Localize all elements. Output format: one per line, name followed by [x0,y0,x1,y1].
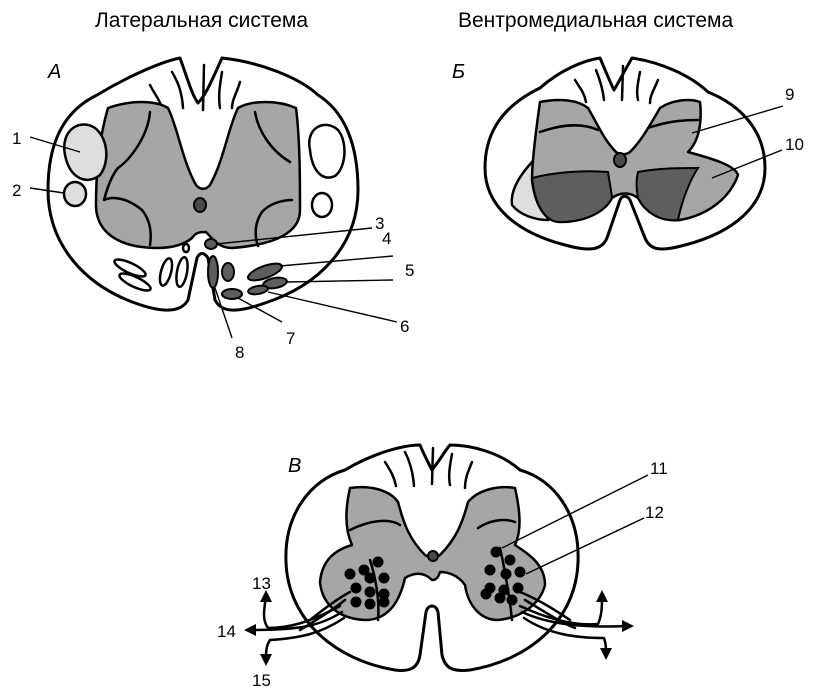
panel-v-central-canal [428,551,438,561]
panel-a-tract-8 [208,256,218,288]
arrowhead-right-side [622,620,634,632]
label-1: 1 [12,129,21,148]
panel-a-tract-3 [205,239,217,249]
label-6: 6 [400,317,409,336]
arrowhead-15 [260,654,272,666]
label-9: 9 [785,85,794,104]
label-8: 8 [235,343,244,362]
label-13: 13 [252,574,271,593]
panel-b-cross-section: Б 9 10 [452,58,804,249]
label-10: 10 [785,135,804,154]
arrowhead-right-up [596,590,608,602]
panel-v-letter: В [288,455,301,477]
panel-a-right-oval-large [309,125,344,178]
panel-a-cross-section: А [12,58,414,362]
panel-a-letter: А [47,61,61,83]
title-ventromedial-system: Вентромедиальная система [458,9,733,32]
arrowhead-14 [244,624,256,636]
title-lateral-system: Латеральная система [95,9,308,32]
panel-v-cross-section: В [217,445,668,690]
panel-b-central-canal [614,153,626,167]
panel-a-tract-7 [222,289,242,299]
panel-a-tract-1 [64,124,106,179]
panel-a-tract-7a [222,263,234,281]
panel-b-letter: Б [452,61,465,83]
label-2: 2 [12,181,21,200]
label-5: 5 [405,261,414,280]
label-11: 11 [650,459,668,478]
label-12: 12 [645,503,664,522]
label-15: 15 [252,671,271,690]
label-7: 7 [286,329,295,348]
label-14: 14 [217,622,236,641]
panel-a-right-oval-small [312,193,332,217]
panel-a-central-canal [194,198,206,212]
label-4: 4 [382,229,391,248]
arrowhead-right-down [600,648,612,660]
panel-a-tract-2 [64,182,86,206]
